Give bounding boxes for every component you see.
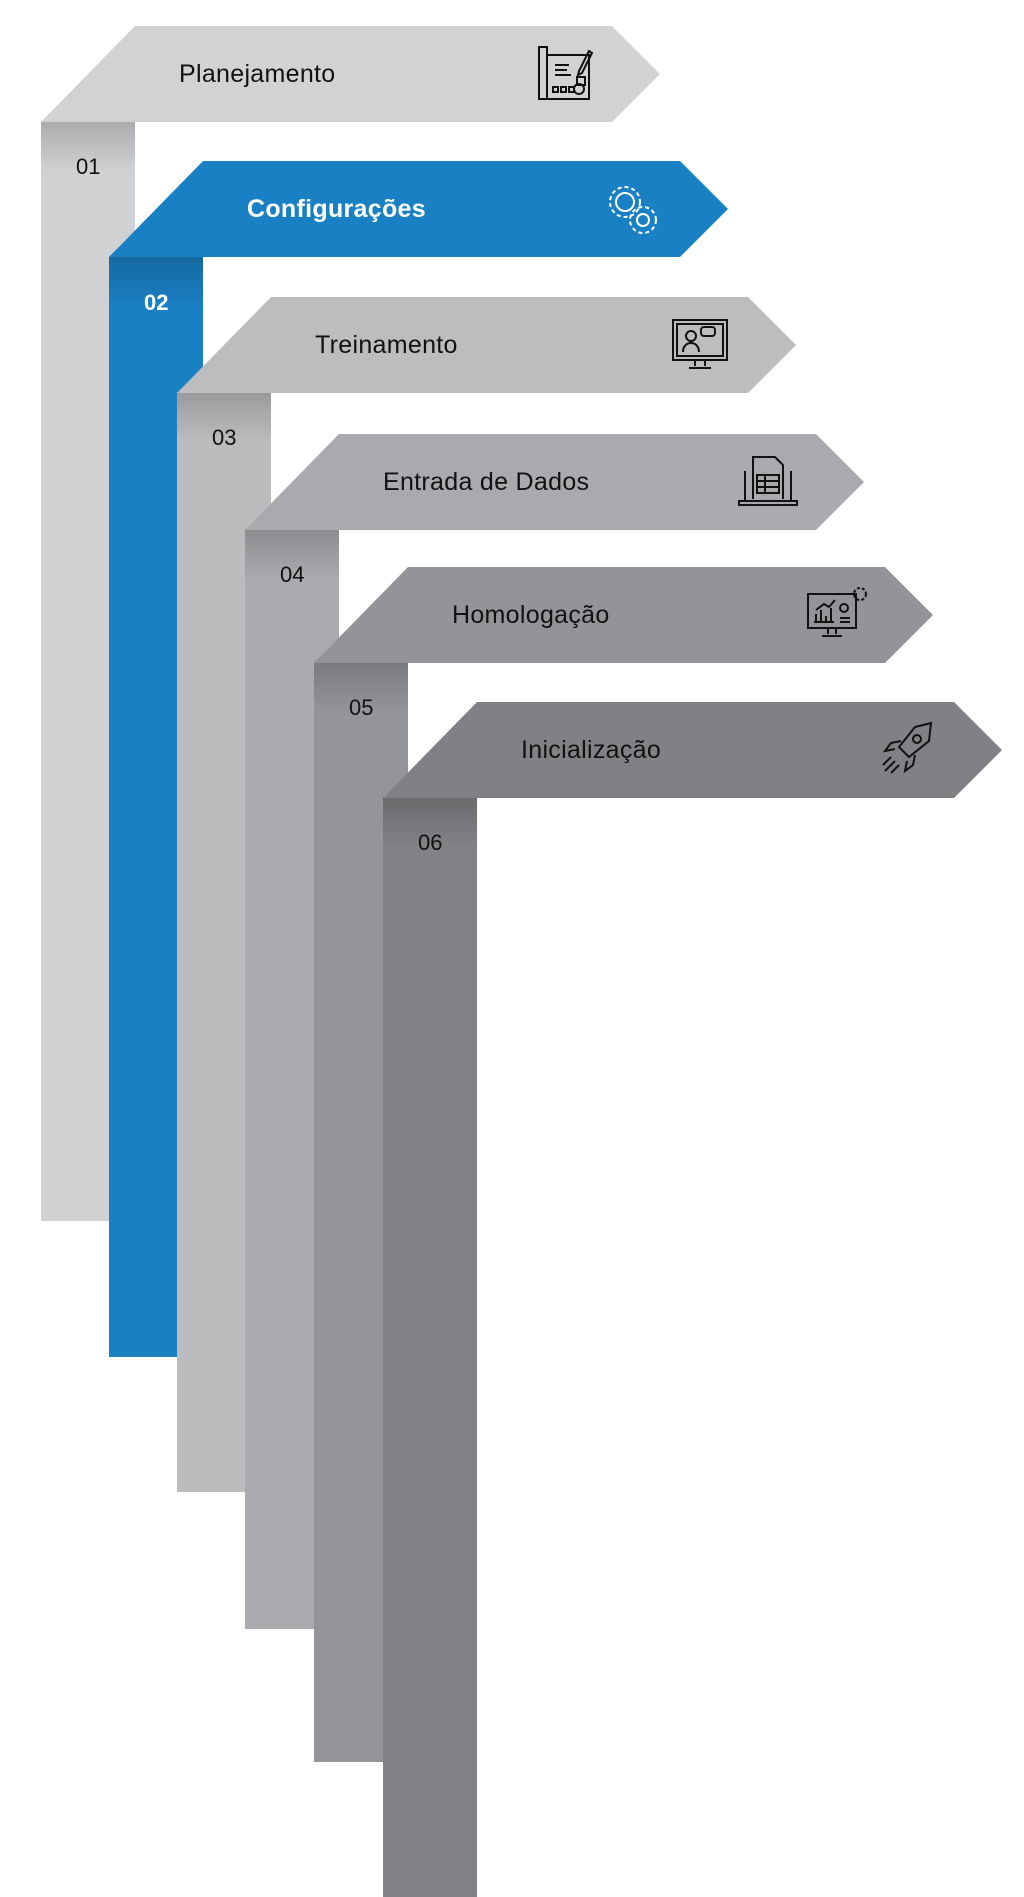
step-label: Inicialização <box>521 736 662 764</box>
step-column: 06 <box>383 797 477 1897</box>
step-number: 02 <box>144 290 169 315</box>
step-banner: Homologação <box>314 567 933 663</box>
monitor-chart-gear-icon <box>804 582 870 648</box>
step-label: Homologação <box>452 601 610 629</box>
step-number: 04 <box>280 562 305 587</box>
laptop-spreadsheet-icon <box>735 449 801 515</box>
step-label: Configurações <box>247 195 426 223</box>
step-label: Planejamento <box>179 60 336 88</box>
step-label: Treinamento <box>315 331 458 359</box>
step-banner: Treinamento <box>177 297 796 393</box>
step-number: 01 <box>76 154 101 179</box>
gears-icon <box>599 176 665 242</box>
blueprint-pencil-icon <box>531 41 597 107</box>
rocket-icon <box>873 717 939 783</box>
step-banner: Entrada de Dados <box>245 434 864 530</box>
step-number: 05 <box>349 695 374 720</box>
online-training-monitor-icon <box>667 312 733 378</box>
step-number: 03 <box>212 425 237 450</box>
step-number: 06 <box>418 830 443 855</box>
step-banner: Configurações <box>109 161 728 257</box>
step-banner: Planejamento <box>41 26 660 122</box>
step-label: Entrada de Dados <box>383 468 590 496</box>
step-banner: Inicialização <box>383 702 1002 798</box>
